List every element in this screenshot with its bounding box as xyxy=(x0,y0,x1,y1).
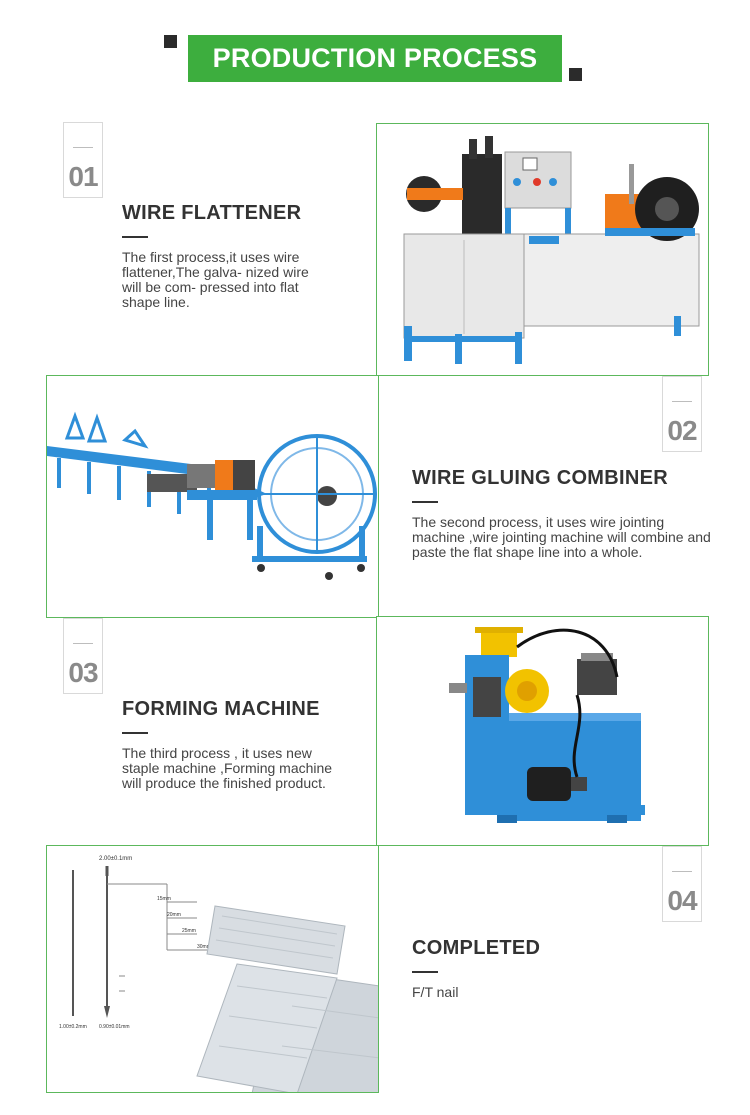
step-title-03: FORMING MACHINE xyxy=(122,698,320,720)
step-underline-02 xyxy=(412,501,438,503)
diagram-label-width: 1.00±0.2mm xyxy=(59,1024,87,1030)
step-description-03: The third process , it uses new staple m… xyxy=(122,745,333,791)
image-wire-flattener xyxy=(376,123,709,376)
step-description-04: F/T nail xyxy=(412,984,459,1000)
diagram-label-20: 20mm xyxy=(167,912,181,918)
step-number-box-02: 02 xyxy=(662,376,702,452)
step-number: 03 xyxy=(68,657,98,688)
step-title-02: WIRE GLUING COMBINER xyxy=(412,467,668,489)
number-dash xyxy=(672,871,692,872)
diagram-label-25: 25mm xyxy=(182,928,196,934)
diagram-label-30: 30mm xyxy=(197,944,211,950)
header-square-right xyxy=(569,68,582,81)
step-number-box-03: 03 xyxy=(63,618,103,694)
step-number-box-04: 04 xyxy=(662,846,702,922)
number-dash xyxy=(73,147,93,148)
step-description-02: The second process, it uses wire jointin… xyxy=(412,514,711,560)
number-dash xyxy=(73,643,93,644)
diagram-label-thickness: 0.90±0.01mm xyxy=(99,1024,130,1030)
step-description-01: The first process,it uses wire flattener… xyxy=(122,249,309,310)
step-title-04: COMPLETED xyxy=(412,937,541,959)
step-number: 04 xyxy=(667,885,697,916)
step-number-box-01: 01 xyxy=(63,122,103,198)
diagram-label-head: 2.00±0.1mm xyxy=(99,856,132,862)
step-number: 01 xyxy=(68,161,98,192)
image-wire-gluing-combiner xyxy=(46,375,379,618)
step-underline-03 xyxy=(122,732,148,734)
image-forming-machine xyxy=(376,616,709,846)
number-dash xyxy=(672,401,692,402)
page-title: PRODUCTION PROCESS xyxy=(188,35,562,82)
header-square-left xyxy=(164,35,177,48)
step-title-01: WIRE FLATTENER xyxy=(122,202,302,224)
image-ft-nail: 2.00±0.1mm 15mm 20mm 25mm 30mm 1.00±0.2m… xyxy=(46,845,379,1093)
diagram-label-15: 15mm xyxy=(157,896,171,902)
step-underline-01 xyxy=(122,236,148,238)
step-number: 02 xyxy=(667,415,697,446)
step-underline-04 xyxy=(412,971,438,973)
